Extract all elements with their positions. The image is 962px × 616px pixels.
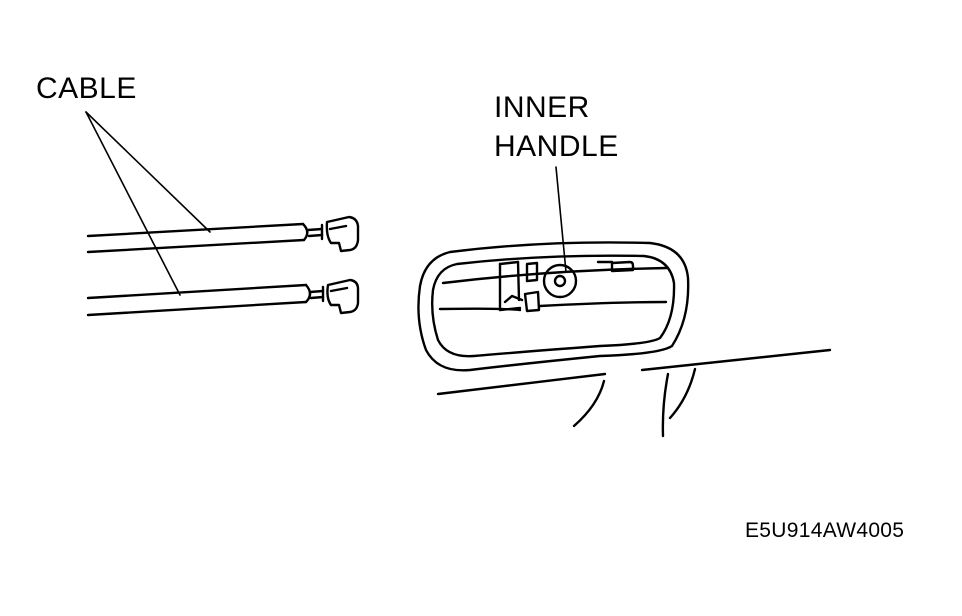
inner-handle-leader-line	[555, 166, 567, 273]
figure-code: E5U914AW4005	[745, 519, 905, 542]
cable-leader-lines	[85, 111, 211, 296]
upper-cable	[86, 215, 360, 254]
cable-label: CABLE	[36, 72, 137, 105]
inner-handle	[417, 241, 690, 372]
lower-cable	[86, 278, 360, 317]
door-trim-lines	[436, 348, 832, 438]
inner-handle-label-line2: HANDLE	[494, 130, 619, 163]
inner-handle-label-line1: INNER	[494, 91, 590, 124]
